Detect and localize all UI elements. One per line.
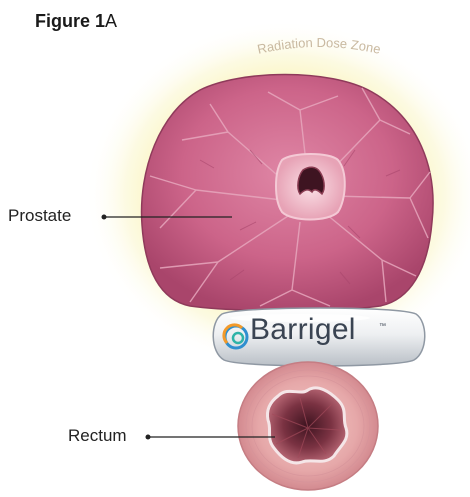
rectum-label: Rectum [68, 426, 127, 446]
figure-title-panel: A [105, 11, 117, 31]
urethra-lumen [298, 167, 324, 194]
brand-name: Barrigel [250, 313, 356, 347]
figure-title-number: Figure 1 [35, 11, 105, 31]
prostate-label: Prostate [8, 206, 71, 226]
figure-title: Figure 1A [35, 11, 117, 32]
trademark-symbol: ™ [379, 323, 386, 330]
